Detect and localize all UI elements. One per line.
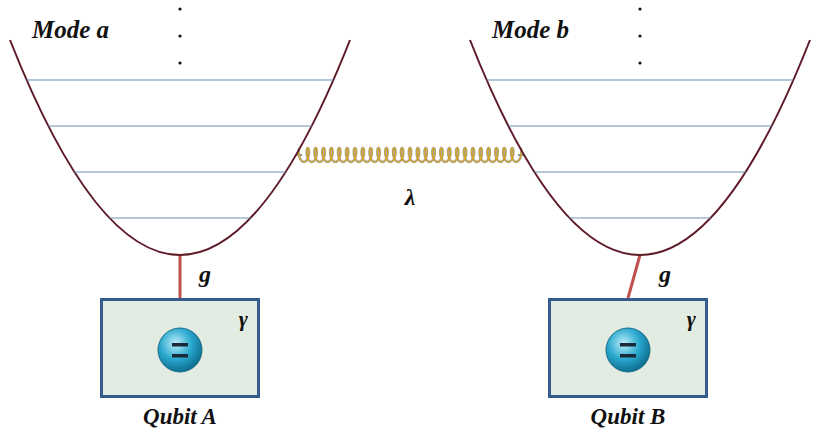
coupling-connector — [296, 148, 524, 162]
coupling-label: g — [657, 261, 673, 287]
mode-potential: Mode b — [470, 40, 810, 255]
energy-level — [508, 125, 771, 126]
energy-level — [74, 171, 285, 172]
energy-level — [109, 217, 250, 218]
energy-level — [534, 171, 745, 172]
coupling-connector — [628, 255, 640, 298]
level-mark — [620, 343, 636, 347]
mode-name: Mode a — [32, 16, 109, 44]
qubit-box: γQubit B — [548, 298, 708, 398]
energy-level — [569, 217, 710, 218]
level-mark — [172, 343, 188, 347]
energy-level — [487, 79, 794, 80]
ellipsis-dots — [178, 7, 641, 64]
parabola-outline — [470, 40, 810, 255]
decay-rate: γ — [239, 306, 248, 332]
level-mark — [620, 354, 636, 358]
qubit-box: γQubit A — [100, 298, 260, 398]
coupling-connector — [180, 255, 181, 298]
energy-level — [27, 79, 334, 80]
qubit-outline — [100, 298, 260, 398]
qubit-atom — [606, 328, 650, 372]
decay-rate: γ — [687, 306, 696, 332]
parabola-outline — [10, 40, 350, 255]
qubit-atom — [158, 328, 202, 372]
qubit-name: Qubit A — [143, 404, 217, 430]
qubit-outline — [548, 298, 708, 398]
coupling-label: λ — [403, 184, 418, 210]
level-mark — [172, 354, 188, 358]
mode-name: Mode b — [492, 16, 569, 44]
mode-potential: Mode a — [10, 40, 350, 255]
coupling-label: g — [197, 261, 213, 287]
energy-level — [48, 125, 311, 126]
qubit-name: Qubit B — [591, 404, 666, 430]
